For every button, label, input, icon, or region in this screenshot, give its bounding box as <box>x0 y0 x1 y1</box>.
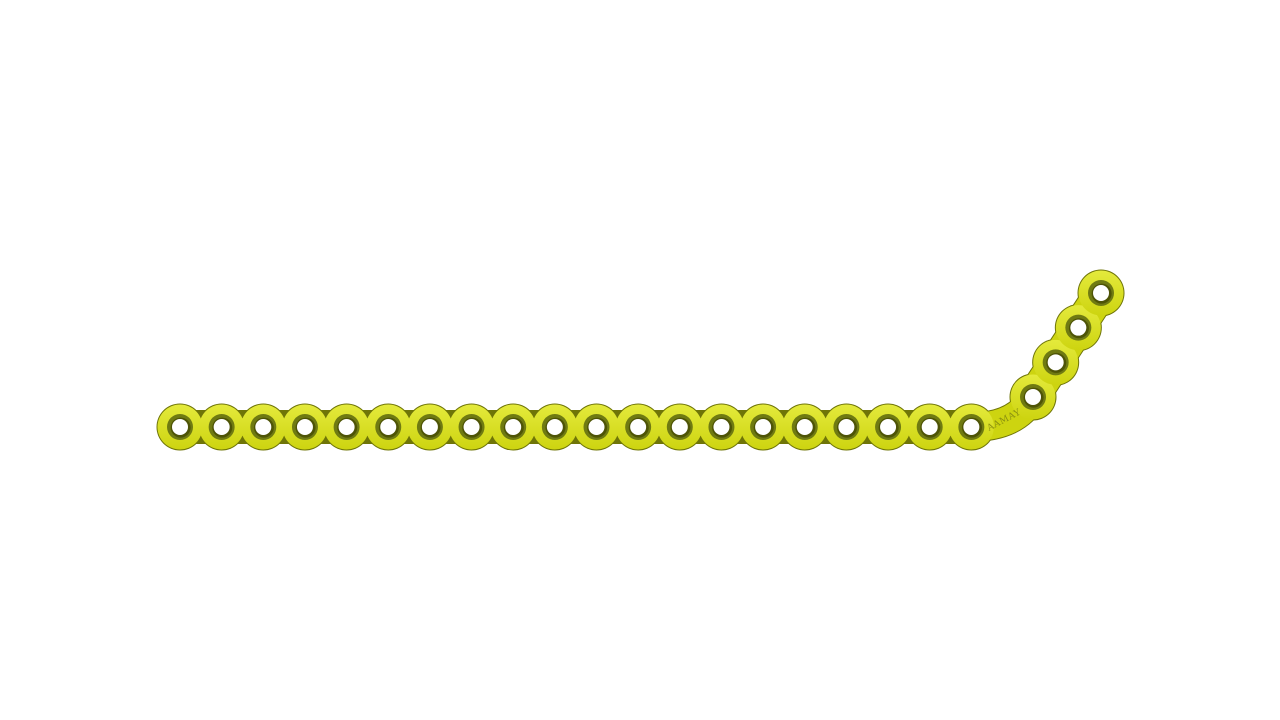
screw-hole <box>333 414 360 440</box>
screw-hole-center <box>546 419 563 435</box>
screw-hole <box>250 414 277 440</box>
screw-hole-center <box>421 419 438 435</box>
screw-hole-center <box>1070 319 1087 336</box>
screw-hole <box>833 414 860 440</box>
screw-hole <box>416 414 443 440</box>
screw-hole-center <box>713 419 730 435</box>
screw-hole <box>291 414 318 440</box>
screw-hole <box>541 414 568 440</box>
screw-hole <box>791 414 818 440</box>
screw-hole <box>708 414 735 440</box>
screw-hole <box>375 414 402 440</box>
screw-hole-center <box>588 419 605 435</box>
screw-hole-center <box>921 419 938 435</box>
screw-hole <box>1088 279 1115 306</box>
screw-hole-center <box>296 419 313 435</box>
screw-hole-center <box>463 419 480 435</box>
screw-hole-center <box>213 419 230 435</box>
screw-hole-center <box>630 419 647 435</box>
screw-hole-center <box>1093 284 1110 301</box>
screw-hole-center <box>1047 354 1064 371</box>
screw-hole-center <box>172 419 188 435</box>
screw-hole <box>875 414 902 440</box>
screw-hole-center <box>880 419 897 435</box>
screw-hole <box>500 414 527 440</box>
screw-hole <box>458 414 485 440</box>
screw-hole <box>625 414 652 440</box>
screw-hole <box>750 414 777 440</box>
screw-hole <box>958 414 985 440</box>
screw-hole <box>167 414 193 440</box>
screw-hole-center <box>755 419 772 435</box>
screw-hole-center <box>838 419 855 435</box>
screw-hole-center <box>380 419 397 435</box>
screw-hole <box>1042 349 1069 376</box>
screw-hole-center <box>255 419 272 435</box>
screw-hole-center <box>963 419 980 435</box>
plate-holes <box>167 279 1115 440</box>
screw-hole <box>1020 384 1046 410</box>
bone-plate-icon: AAMAY <box>156 269 1125 451</box>
screw-hole-center <box>338 419 355 435</box>
screw-hole <box>666 414 693 440</box>
screw-hole-center <box>796 419 813 435</box>
screw-hole <box>916 414 943 440</box>
screw-hole <box>208 414 235 440</box>
screw-hole-center <box>1025 389 1041 405</box>
screw-hole <box>583 414 610 440</box>
screw-hole <box>1065 314 1092 341</box>
screw-hole-center <box>671 419 688 435</box>
screw-hole-center <box>505 419 522 435</box>
